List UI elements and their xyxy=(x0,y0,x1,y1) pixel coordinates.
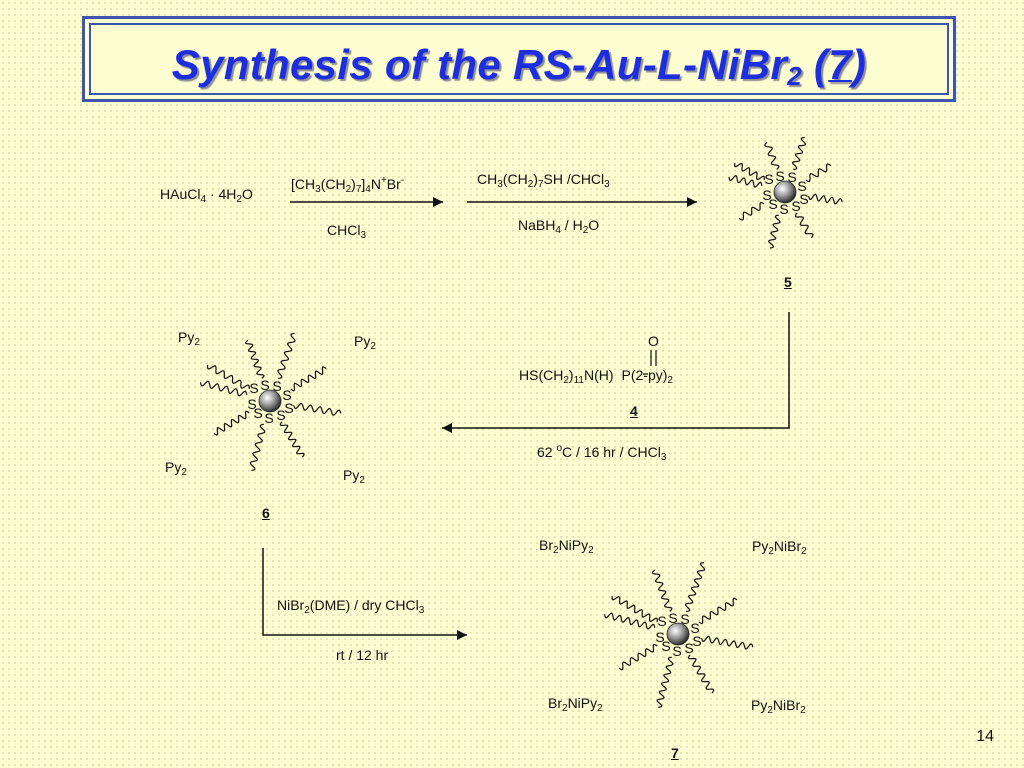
compound-label-7: 7 xyxy=(671,745,679,761)
alkyl-chain xyxy=(199,380,248,397)
sulfur-atom: S xyxy=(282,387,291,403)
sulfur-atom: S xyxy=(284,400,293,416)
reactant-haucl4: HAuCl4 · 4H2O xyxy=(160,186,253,205)
alkyl-chain xyxy=(293,402,342,416)
ligand-4-formula: HS(CH2)11N(H)P(2-py)2 xyxy=(519,367,673,386)
sulfur-atom: S xyxy=(791,198,800,214)
py2-label: Py2 xyxy=(343,467,365,486)
conditions-step4: rt / 12 hr xyxy=(336,647,389,663)
alkyl-chain xyxy=(701,635,754,650)
reagent-octanethiol: CH3(CH2)7SH /CHCl3 xyxy=(477,171,610,190)
sulfur-atom: S xyxy=(657,613,666,629)
sulfur-atom: S xyxy=(768,196,777,212)
compound-label-4: 4 xyxy=(630,403,638,419)
sulfur-atom: S xyxy=(672,643,681,659)
sulfur-atom: S xyxy=(692,633,701,649)
sulfur-atom: S xyxy=(249,380,258,396)
alkyl-chain xyxy=(728,175,763,188)
sulfur-atom: S xyxy=(684,640,693,656)
compound-label-5: 5 xyxy=(784,274,792,290)
sulfur-atom: S xyxy=(260,377,269,393)
py2nibr2-label: Py2NiBr2 xyxy=(752,538,807,557)
py2nibr2-label: Py2NiBr2 xyxy=(751,697,806,716)
alkyl-chain xyxy=(738,201,765,221)
alkyl-chain xyxy=(656,656,674,708)
oxo-label: O xyxy=(648,333,659,349)
alkyl-chain xyxy=(805,163,832,183)
compound-label-6: 6 xyxy=(262,505,270,521)
alkyl-chain xyxy=(213,410,250,436)
alkyl-chain xyxy=(245,339,265,379)
alkyl-chain xyxy=(794,212,814,239)
py2-label: Py2 xyxy=(165,459,187,478)
sulfur-atom: S xyxy=(690,620,699,636)
alkyl-chain xyxy=(733,162,765,181)
py2-label: Py2 xyxy=(178,329,200,348)
sulfur-atom: S xyxy=(787,169,796,185)
alkyl-chain xyxy=(618,643,658,671)
br2nipy2-label: Br2NiPy2 xyxy=(548,695,603,714)
sulfur-atom: S xyxy=(668,610,677,626)
sulfur-atom: S xyxy=(680,611,689,627)
alkyl-chain xyxy=(277,332,296,379)
sulfur-atom: S xyxy=(775,168,784,184)
gold-core xyxy=(258,389,282,413)
sulfur-atom: S xyxy=(762,187,771,203)
title-frame: Synthesis of the RS-Au-L-NiBr2 (7) xyxy=(82,16,956,102)
sulfur-atom: S xyxy=(253,405,262,421)
alkyl-chain xyxy=(249,423,266,472)
sulfur-atom: S xyxy=(661,638,670,654)
slide-number: 14 xyxy=(976,728,994,745)
arrow-step3 xyxy=(442,312,790,433)
sulfur-atom: S xyxy=(264,410,273,426)
alkyl-chain xyxy=(604,612,656,630)
sulfur-atom: S xyxy=(276,407,285,423)
reagent-nabh4: NaBH4 / H2O xyxy=(518,217,600,236)
sulfur-atom: S xyxy=(247,396,256,412)
sulfur-atom: S xyxy=(272,378,281,394)
gold-core xyxy=(666,622,690,646)
arrow-step4 xyxy=(262,548,467,640)
py2-label: Py2 xyxy=(354,333,376,352)
alkyl-chain xyxy=(768,214,781,249)
alkyl-chain xyxy=(611,595,658,623)
sulfur-atom: S xyxy=(779,201,788,217)
alkyl-chain xyxy=(764,141,780,170)
alkyl-chain xyxy=(651,569,673,612)
sulfur-atom: S xyxy=(799,191,808,207)
alkyl-chain xyxy=(687,654,715,694)
alkyl-chain xyxy=(684,562,706,612)
reagent-nibr2-dme: NiBr2(DME) / dry CHCl3 xyxy=(277,597,425,616)
alkyl-chain xyxy=(279,421,305,458)
reagent-toab: [CH3(CH2)7]4N+Br- xyxy=(291,175,405,195)
br2nipy2-label: Br2NiPy2 xyxy=(539,537,594,556)
sulfur-atom: S xyxy=(655,629,664,645)
alkyl-chain xyxy=(290,366,327,392)
alkyl-chain xyxy=(808,193,843,205)
alkyl-chain xyxy=(698,597,738,625)
sulfur-atom: S xyxy=(797,178,806,194)
gold-core xyxy=(773,180,797,204)
conditions-step3: 62 oC / 16 hr / CHCl3 xyxy=(537,443,667,463)
sulfur-atom: S xyxy=(764,171,773,187)
alkyl-chain xyxy=(207,365,250,390)
solvent-chcl3: CHCl3 xyxy=(327,222,367,241)
alkyl-chain xyxy=(791,136,807,170)
